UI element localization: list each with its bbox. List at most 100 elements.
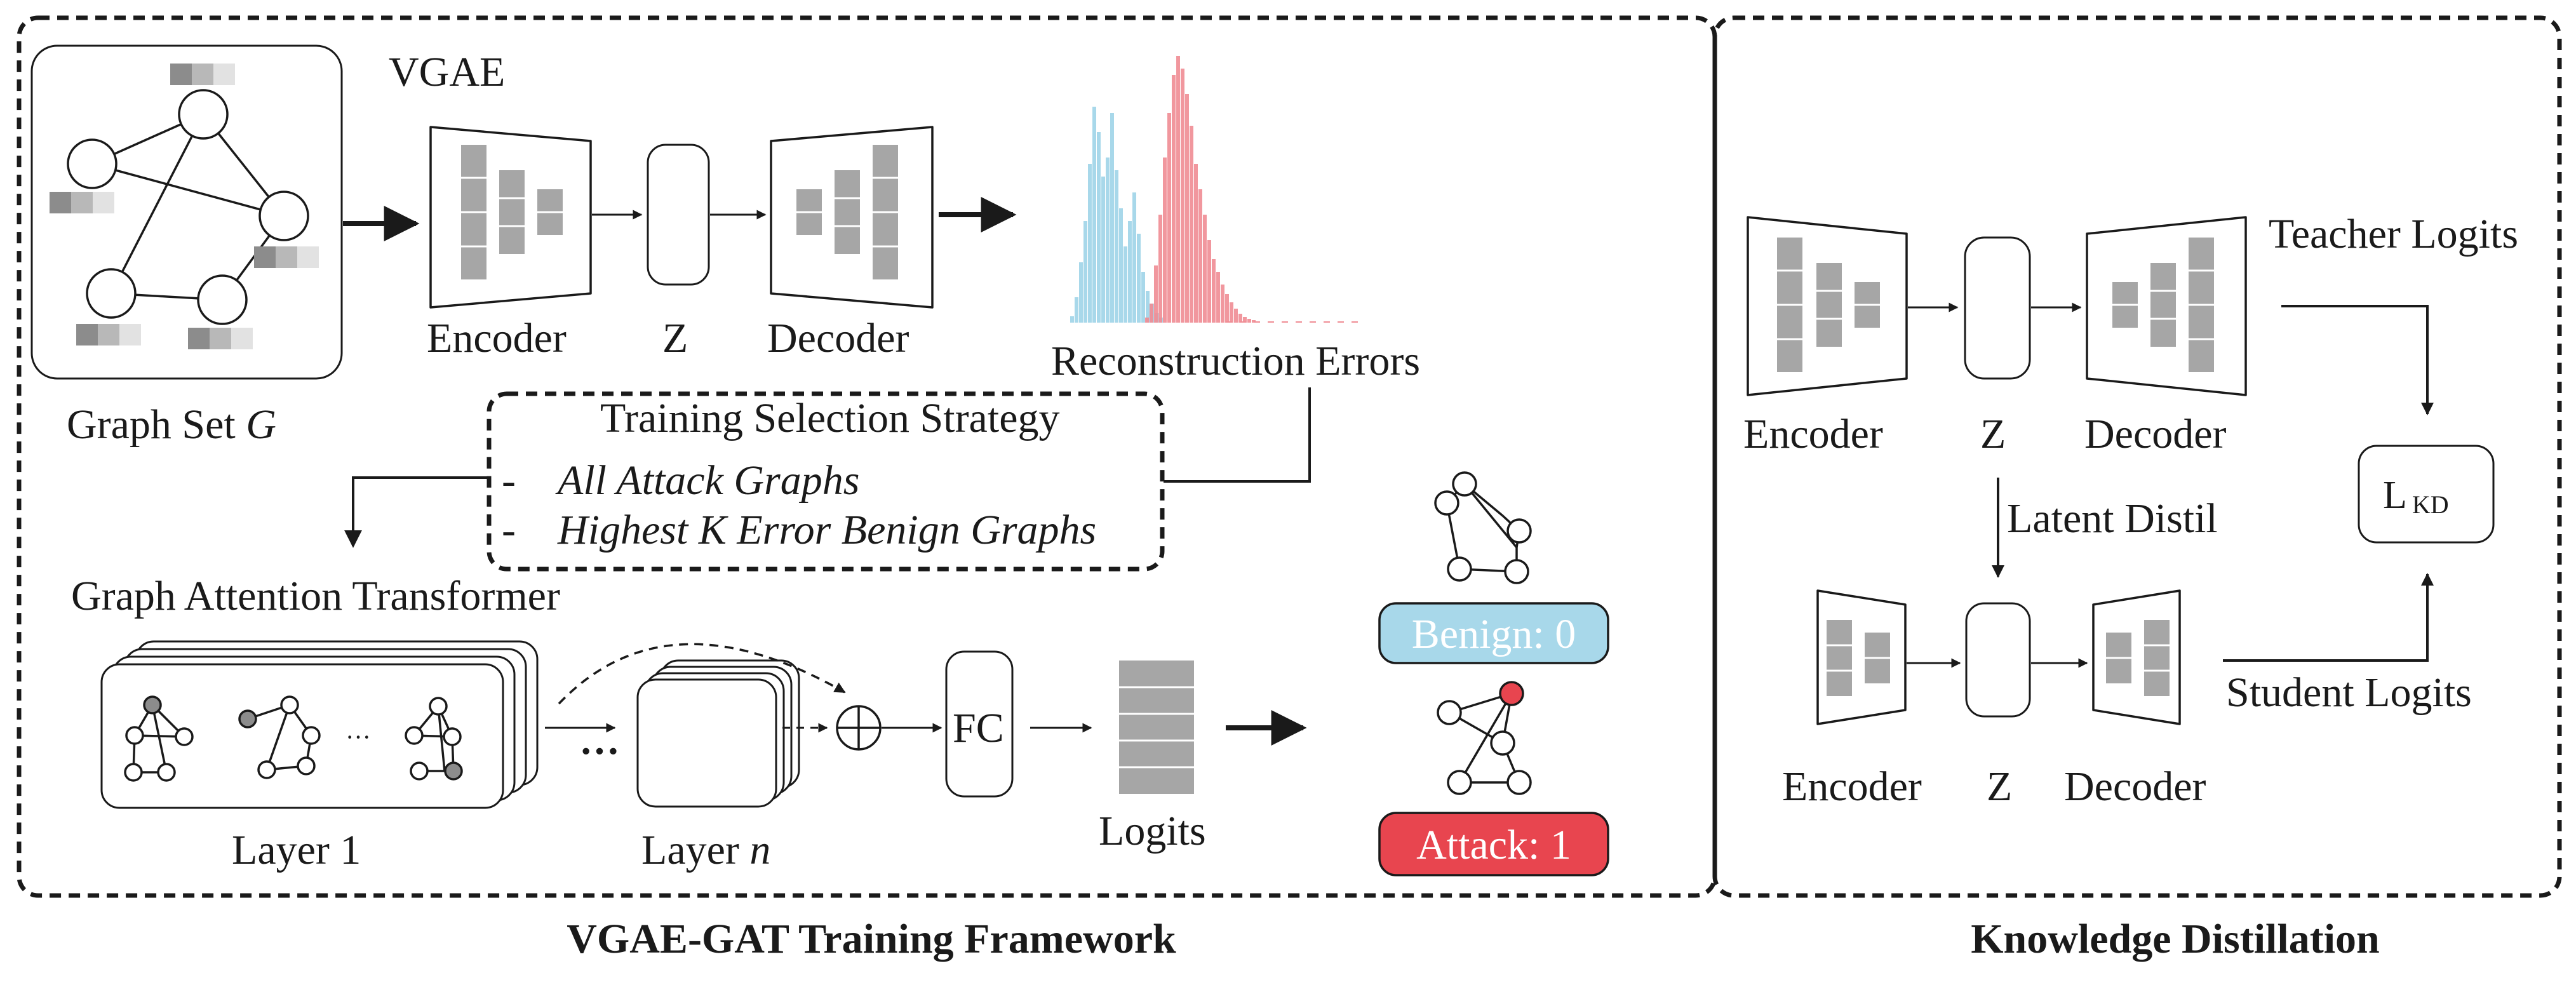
histogram-bar-attack (1216, 272, 1220, 323)
histogram-bar-benign (1092, 107, 1096, 323)
gat-title: Graph Attention Transformer (71, 573, 560, 619)
histogram-tail-bar (1268, 321, 1274, 323)
histogram-bar-attack (1158, 215, 1162, 323)
attack-label-pill (1378, 812, 1609, 876)
histogram-bar-benign (1075, 297, 1078, 323)
reconstruction-errors-label: Reconstruction Errors (1051, 338, 1420, 384)
histogram-bar-benign (1097, 132, 1101, 323)
histogram-bar-benign (1137, 234, 1141, 323)
vgae-encoder-block (429, 126, 592, 309)
histogram-bar-attack (1212, 259, 1216, 323)
bullet-dash: - (502, 507, 516, 553)
student-logits-label: Student Logits (2226, 669, 2472, 716)
histogram-tail-bar (1310, 321, 1316, 323)
histogram-tail-bar (1338, 321, 1344, 323)
fc-label: FC (953, 705, 1004, 751)
histogram-bar-benign (1110, 113, 1114, 323)
vgae-decoder-block (770, 126, 934, 309)
sum-operator-icon (836, 705, 882, 751)
feature-vector-icon (254, 246, 319, 268)
benign-graph-icon (1434, 471, 1532, 584)
vgae-encoder-label: Encoder (427, 315, 567, 361)
attack-label: Attack: 1 (1416, 822, 1571, 868)
benign-label-pill (1378, 602, 1609, 664)
histogram-bar-benign (1132, 192, 1136, 323)
connector-selection-to-gat (344, 476, 488, 548)
teacher-decoder-block (2086, 216, 2247, 396)
histogram-bar-benign (1146, 291, 1150, 323)
histogram-tail-bar (1296, 321, 1302, 323)
histogram-bar-attack (1203, 215, 1207, 323)
histogram-bar-benign (1128, 221, 1132, 323)
teacher-latent-z (1964, 236, 2031, 380)
training-selection-item: Highest K Error Benign Graphs (557, 507, 1096, 553)
reconstruction-error-histogram (1070, 56, 1358, 323)
histogram-bar-attack (1154, 265, 1158, 323)
histogram-bar-attack (1181, 69, 1184, 323)
fc-layer (945, 650, 1014, 798)
histogram-bar-benign (1106, 158, 1110, 323)
teacher-logits-label: Teacher Logits (2269, 211, 2518, 257)
histogram-bar-benign (1079, 262, 1083, 323)
graph-set-panel (30, 44, 343, 380)
layer-1-stack: ··· (100, 640, 539, 809)
feature-vector-icon (50, 192, 114, 213)
teacher-decoder-label: Decoder (2084, 411, 2227, 457)
feature-vector-icon (188, 328, 253, 349)
footer-knowledge-distillation: Knowledge Distillation (1971, 916, 2380, 962)
attention-graph-icon (405, 697, 463, 781)
histogram-bar-attack (1194, 164, 1198, 323)
layer-1-label: Layer 1 (232, 827, 361, 873)
training-selection-item: All Attack Graphs (555, 457, 859, 504)
arrow-teacher-logits-to-lkd (2281, 305, 2434, 415)
histogram-tail-bar (1226, 321, 1232, 323)
teacher-encoder-block (1747, 216, 1908, 396)
histogram-bar-attack (1238, 314, 1242, 323)
histogram-bar-attack (1221, 285, 1224, 323)
graph-ellipsis: ··· (345, 723, 371, 751)
vgae-z-label: Z (662, 315, 688, 361)
histogram-tail-bar (1254, 321, 1260, 323)
histogram-bar-benign (1101, 177, 1105, 323)
attack-graph-icon (1437, 681, 1532, 795)
layer-n-label: Layer n (641, 827, 770, 873)
arrow-student-logits-to-lkd (2223, 573, 2434, 662)
vgae-title: VGAE (389, 49, 505, 95)
histogram-bar-attack (1207, 240, 1211, 323)
histogram-bar-benign (1088, 164, 1092, 323)
histogram-bar-attack (1247, 319, 1251, 323)
attack-node-marker (1499, 681, 1524, 706)
student-decoder-label: Decoder (2064, 763, 2206, 810)
kd-frame (1712, 15, 2562, 898)
histogram-bar-attack (1163, 158, 1167, 323)
histogram-bar-attack (1243, 317, 1247, 323)
histogram-bar-attack (1145, 318, 1149, 323)
histogram-bar-benign (1070, 316, 1074, 323)
histogram-bar-benign (1115, 170, 1118, 323)
student-encoder-block (1816, 589, 1907, 725)
histogram-bar-attack (1167, 113, 1171, 323)
histogram-bar-attack (1176, 56, 1180, 323)
histogram-tail-bar (1240, 321, 1246, 323)
vgae-decoder-label: Decoder (767, 315, 909, 361)
histogram-bar-attack (1172, 75, 1176, 323)
vgae-latent-z (647, 144, 710, 286)
histogram-bar-attack (1234, 309, 1238, 323)
histogram-bar-benign (1119, 208, 1123, 323)
footer-vgae-gat: VGAE-GAT Training Framework (567, 916, 1176, 962)
attention-graph-icon (124, 695, 194, 782)
student-z-label: Z (1987, 763, 2012, 810)
lkd-loss-box (2358, 445, 2495, 544)
vgae-gat-frame (17, 15, 1717, 898)
histogram-bar-benign (1141, 272, 1145, 323)
student-encoder-label: Encoder (1782, 763, 1922, 810)
bullet-dash: - (502, 457, 516, 504)
histogram-bar-attack (1150, 304, 1153, 323)
histogram-tail-bar (1282, 321, 1288, 323)
teacher-encoder-label: Encoder (1743, 411, 1883, 457)
histogram-bar-attack (1198, 189, 1202, 323)
histogram-tail-bar (1352, 321, 1358, 323)
latent-distil-label: Latent Distil (2007, 495, 2218, 542)
histogram-bar-attack (1230, 302, 1233, 323)
